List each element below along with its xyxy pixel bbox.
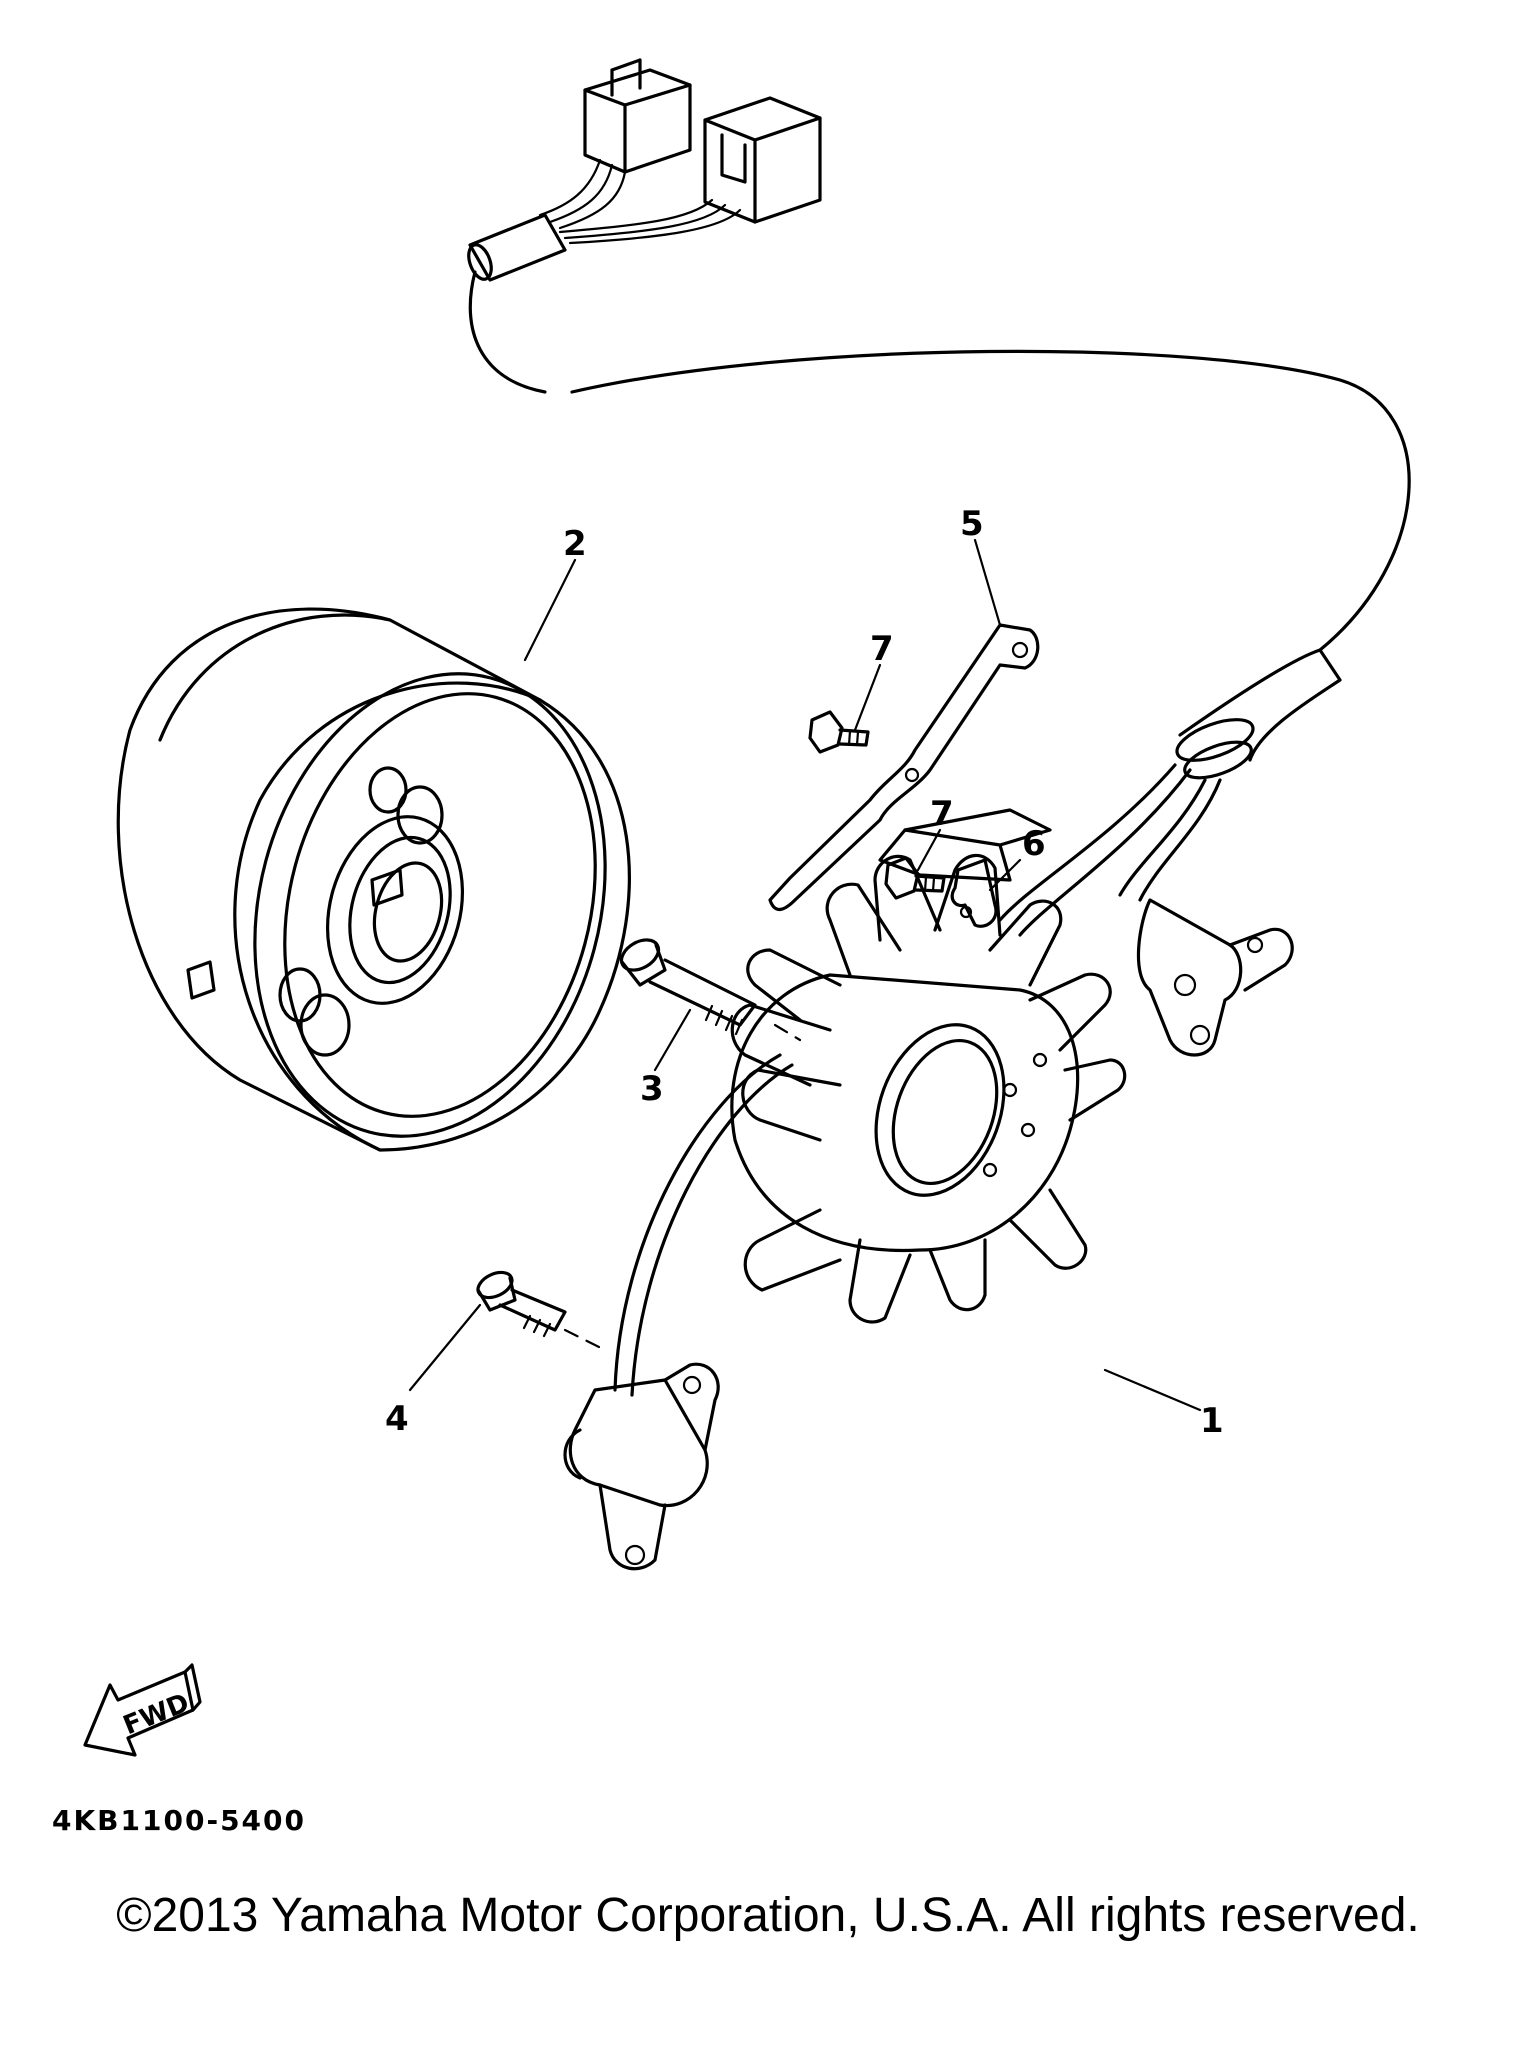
- callout-labels: 1 2 3 4 5 6 7 7: [385, 504, 1224, 1441]
- harness-connector: [467, 58, 1411, 652]
- callout-4: 4: [385, 1399, 409, 1439]
- callout-1: 1: [1200, 1401, 1224, 1441]
- callout-7-upper: 7: [870, 629, 894, 669]
- clamp-part-5: [768, 623, 1040, 911]
- drawing-code: 4KB1100-5400: [52, 1804, 306, 1837]
- bolt-part-3: [619, 938, 757, 1036]
- flywheel-rotor: [116, 607, 631, 1152]
- forward-arrow-icon: FWD: [83, 1663, 202, 1757]
- bolt-part-4: [476, 1270, 567, 1338]
- screw-part-7-upper: [808, 710, 870, 754]
- callout-6: 6: [1022, 824, 1046, 864]
- callout-7-lower: 7: [930, 794, 954, 834]
- plate-part-6: [950, 858, 998, 928]
- callout-2: 2: [563, 524, 587, 564]
- stator-assembly: [563, 648, 1342, 1571]
- callout-5: 5: [960, 504, 984, 544]
- screw-part-7-lower: [884, 856, 946, 900]
- copyright-notice: ©2013 Yamaha Motor Corporation, U.S.A. A…: [116, 1889, 1420, 1942]
- callout-3: 3: [640, 1069, 664, 1109]
- leader-lines: [408, 538, 1202, 1412]
